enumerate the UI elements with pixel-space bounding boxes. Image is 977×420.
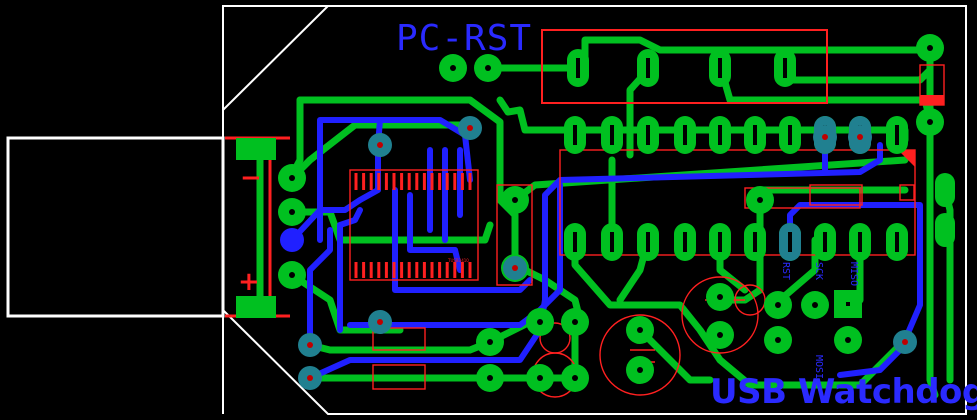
via: [848, 125, 872, 149]
dip-oval-pad: [886, 223, 908, 261]
round-pad: [764, 326, 792, 354]
round-pad: [916, 34, 944, 62]
dip-oval-pad: [637, 223, 659, 261]
dip-oval-pad: [674, 223, 696, 261]
round-pad: [626, 316, 654, 344]
round-pad: [476, 364, 504, 392]
chip-marking: TUSB3410: [447, 258, 469, 263]
round-pad: [834, 326, 862, 354]
round-pad: [801, 291, 829, 319]
dip-oval-pad: [849, 223, 871, 261]
oval-pad: [935, 213, 955, 247]
via: [503, 256, 527, 280]
dip-oval-pad: [709, 49, 731, 87]
round-pad: [706, 283, 734, 311]
via: [298, 366, 322, 390]
dip-oval-pad: [564, 116, 586, 154]
dip-oval-pad: [637, 116, 659, 154]
dip-oval-pad: [674, 116, 696, 154]
round-pad: [526, 364, 554, 392]
via: [368, 133, 392, 157]
dip-oval-pad: [567, 49, 589, 87]
via: [368, 310, 392, 334]
round-pad: [764, 291, 792, 319]
round-pad: [278, 261, 306, 289]
dip-oval-pad: [886, 116, 908, 154]
oval-pad: [935, 173, 955, 207]
square-pad: [834, 290, 862, 318]
pin-label-rst: RST: [780, 262, 791, 280]
usb-shield-pad-top: [236, 138, 276, 160]
dip-oval-pad: [779, 116, 801, 154]
component-pads: [278, 34, 955, 392]
usb-connector-pads: [236, 138, 276, 318]
round-pad: [439, 54, 467, 82]
via: [458, 116, 482, 140]
dip-oval-pad: [744, 116, 766, 154]
round-pad: [561, 308, 589, 336]
bottom-round-pad: [280, 228, 304, 252]
board-title-pc-rst: PC-RST: [396, 18, 532, 59]
round-pad: [706, 321, 734, 349]
via: [813, 125, 837, 149]
dip-oval-pad: [601, 116, 623, 154]
dip-oval-pad: [774, 49, 796, 87]
usb-shield-pad-bottom: [236, 296, 276, 318]
round-pad: [916, 108, 944, 136]
round-pad: [278, 164, 306, 192]
silkscreen-layer: [225, 29, 945, 398]
round-pad: [561, 364, 589, 392]
round-pad: [476, 328, 504, 356]
round-pad: [746, 186, 774, 214]
via: [893, 330, 917, 354]
board-footer-usb-watchdog: USB Watchdog: [710, 372, 977, 412]
round-pad: [501, 186, 529, 214]
dip-oval-pad: [709, 223, 731, 261]
dip-oval-pad: [709, 116, 731, 154]
round-pad: [474, 54, 502, 82]
usb-connector-outline: [6, 136, 225, 318]
ic-footprint-pins: [354, 173, 472, 278]
polarity-minus-mark: −: [240, 163, 262, 193]
round-pad: [526, 308, 554, 336]
round-pad: [278, 198, 306, 226]
round-pad: [626, 356, 654, 384]
dip-oval-pad: [637, 49, 659, 87]
dip-oval-pad: [814, 223, 836, 261]
pin-label-sck: SCK: [813, 262, 824, 280]
pin-label-mosi: MOSI: [813, 355, 824, 379]
vias: [298, 116, 917, 390]
via: [298, 333, 322, 357]
dip-oval-pad: [601, 223, 623, 261]
polarity-plus-mark: +: [238, 267, 260, 297]
dip-oval-pad: [564, 223, 586, 261]
pin-label-miso: MISO: [848, 262, 859, 286]
dip-oval-pad: [744, 223, 766, 261]
dip-oval-pad-bottom: [779, 223, 801, 261]
